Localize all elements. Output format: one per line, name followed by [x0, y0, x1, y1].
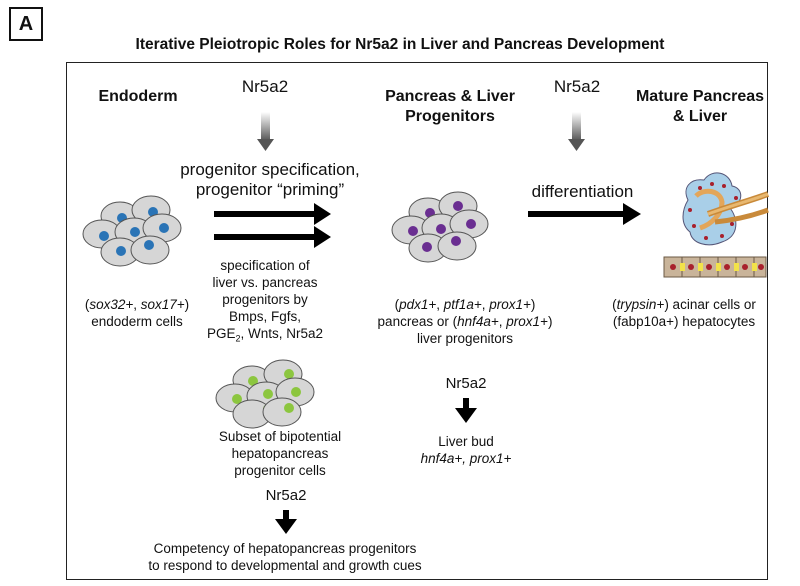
specification-label: progenitor specification, progenitor “pr… — [170, 160, 370, 200]
progenitors-header: Pancreas & Liver Progenitors — [370, 87, 530, 127]
competency-caption: Competency of hepatopancreas progenitors… — [110, 540, 460, 574]
progenitors-caption-line3: liver progenitors — [416, 331, 514, 346]
progenitors-caption-line2: pancreas or (hnf4a+, prox1+) — [377, 314, 553, 329]
spec-line-1: specification of — [220, 258, 310, 273]
progenitor-cell-cluster — [391, 191, 489, 263]
spec-line-5: PGE2, Wnts, Nr5a2 — [206, 326, 324, 344]
figure-title: Iterative Pleiotropic Roles for Nr5a2 in… — [135, 36, 665, 53]
spec-line-2: liver vs. pancreas — [212, 275, 318, 290]
liver-bud-arrow — [455, 398, 477, 423]
hepatocyte-row-illustration — [663, 256, 767, 278]
endoderm-cell-cluster — [82, 195, 182, 267]
specification-label-line2: progenitor “priming” — [195, 180, 345, 199]
endoderm-desc: endoderm cells — [91, 314, 183, 329]
mature-header-line1: Mature Pancreas — [635, 88, 765, 105]
differentiation-label: differentiation — [531, 182, 634, 201]
regulator-label-4: Nr5a2 — [445, 375, 487, 392]
spec-line-4: Bmps, Fgfs, — [228, 309, 301, 324]
regulator-label-2: Nr5a2 — [553, 77, 601, 96]
mature-caption: (trypsin+) acinar cells or (fabp10a+) he… — [600, 296, 768, 330]
acinar-tissue-illustration — [682, 172, 770, 246]
specification-arrow-lower — [214, 226, 331, 248]
mature-header: Mature Pancreas & Liver — [632, 87, 768, 127]
gradient-arrow-1 — [257, 112, 274, 151]
gradient-arrow-2 — [568, 112, 585, 151]
mature-caption-line1: (trypsin+) acinar cells or — [612, 297, 756, 312]
progenitors-header-line2: Progenitors — [405, 108, 495, 125]
competency-line-2: to respond to developmental and growth c… — [148, 558, 422, 573]
diagram-frame — [66, 62, 768, 580]
progenitors-caption-line1: (pdx1+, ptf1a+, prox1+) — [394, 297, 536, 312]
endoderm-header: Endoderm — [98, 88, 178, 105]
specification-arrow-upper — [214, 203, 331, 225]
competency-line-1: Competency of hepatopancreas progenitors — [153, 541, 417, 556]
differentiation-arrow — [528, 203, 641, 225]
specification-detail: specification of liver vs. pancreas prog… — [190, 257, 340, 348]
specification-label-line1: progenitor specification, — [180, 160, 360, 179]
liver-bud-markers: hnf4a+, prox1+ — [420, 451, 512, 466]
panel-label: A — [9, 7, 43, 41]
regulator-label-3: Nr5a2 — [265, 487, 307, 504]
liver-bud-caption: Liver bud hnf4a+, prox1+ — [396, 433, 536, 467]
regulator-label-1: Nr5a2 — [241, 77, 289, 96]
bipotential-line-1: Subset of bipotential — [218, 429, 342, 444]
bipotential-line-3: progenitor cells — [234, 463, 326, 478]
endoderm-caption: (sox32+, sox17+) endoderm cells — [72, 296, 202, 330]
progenitors-caption: (pdx1+, ptf1a+, prox1+) pancreas or (hnf… — [370, 296, 560, 347]
bipotential-line-2: hepatopancreas — [231, 446, 329, 461]
mature-caption-line2: (fabp10a+) hepatocytes — [612, 314, 756, 329]
liver-bud-label: Liver bud — [438, 434, 494, 449]
bipotential-caption: Subset of bipotential hepatopancreas pro… — [195, 428, 365, 479]
endoderm-markers: (sox32+, sox17+) — [84, 297, 190, 312]
competency-arrow — [275, 510, 297, 534]
spec-line-3: progenitors by — [222, 292, 308, 307]
bipotential-cell-cluster — [215, 359, 315, 429]
progenitors-header-line1: Pancreas & Liver — [385, 88, 515, 105]
mature-header-line2: & Liver — [672, 108, 728, 125]
